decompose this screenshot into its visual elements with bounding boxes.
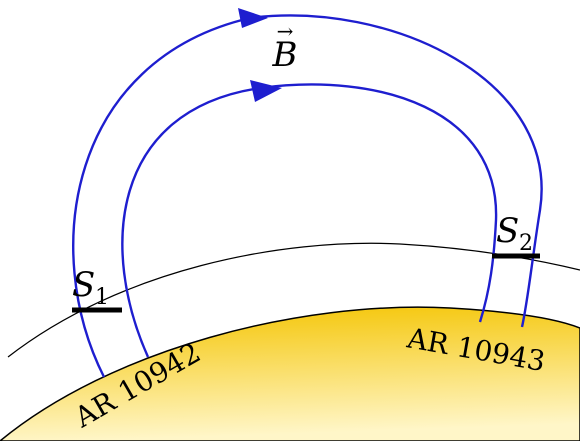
sun-surface — [0, 306, 580, 442]
field-vector-arrow: → — [277, 19, 294, 43]
outer-field-line — [72, 14, 543, 378]
field-label: B — [272, 35, 298, 75]
surface-1-subscript: 1 — [95, 285, 109, 310]
arrow-right-icon — [238, 8, 268, 28]
inner-field-line — [121, 83, 498, 358]
surface-2-subscript: 2 — [519, 231, 533, 256]
surface-2-label: S — [496, 211, 519, 251]
surface-1-label: S — [72, 265, 95, 305]
arrow-right-icon — [250, 80, 282, 102]
